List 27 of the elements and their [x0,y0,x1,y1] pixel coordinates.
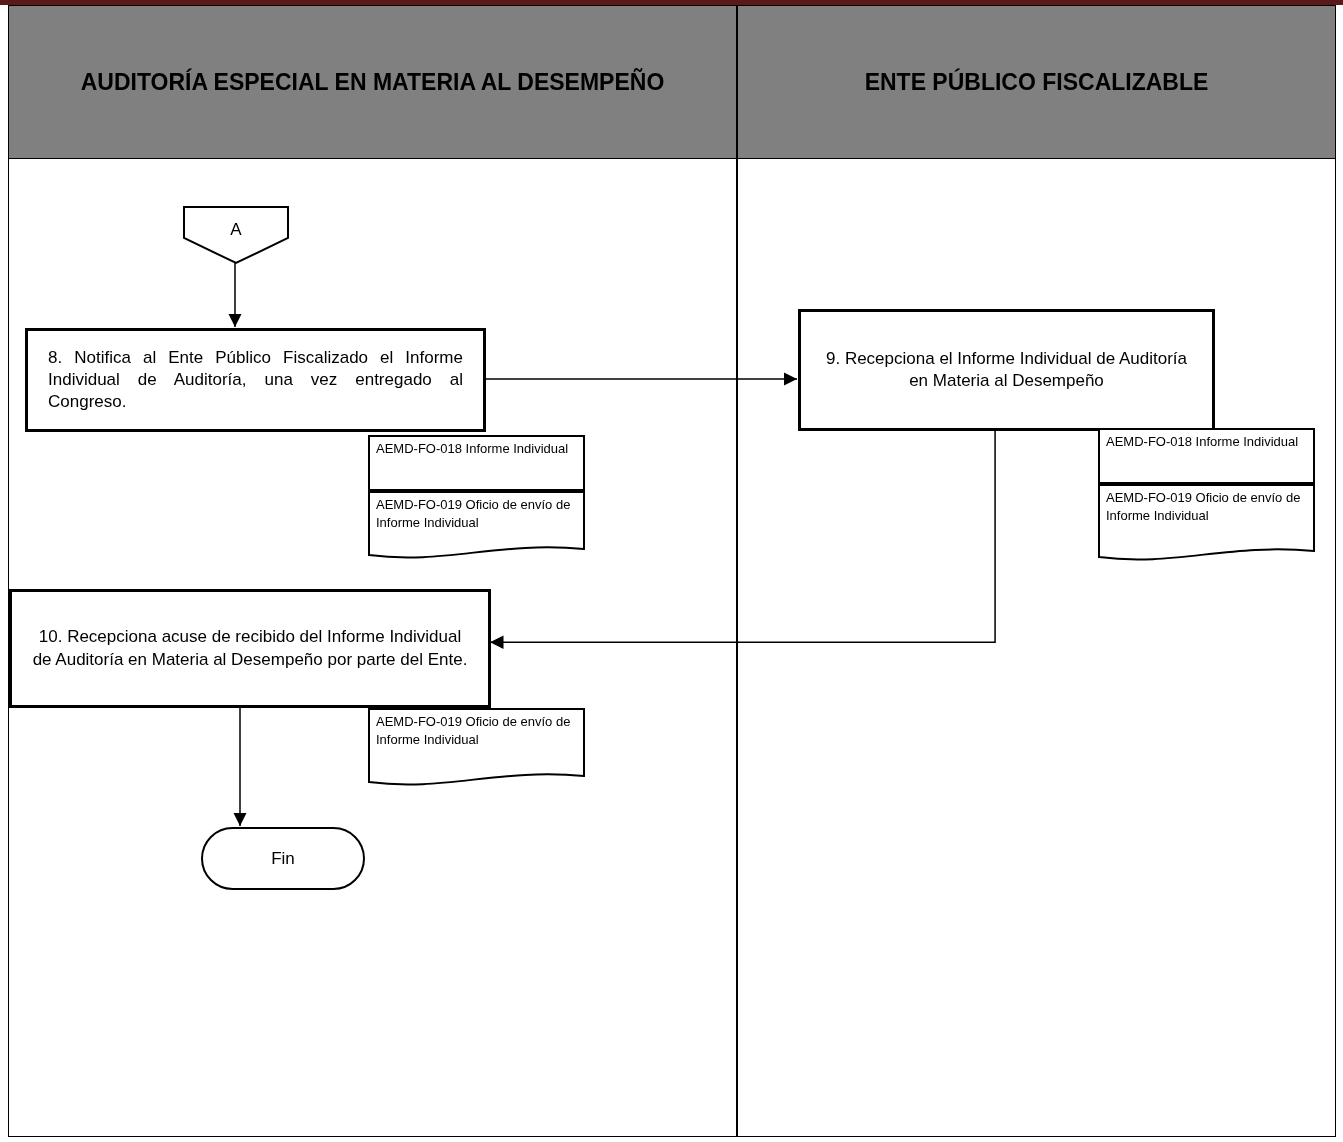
document-shape [1098,484,1315,563]
arrow [228,262,242,328]
step-text: 9. Recepciona el Informe Individual de Auditoría en Materia al Desempeño [825,347,1188,392]
step-text: 8. Notifica al Ente Público Fiscalizado el Informe Individual de Auditoría, una vez entregado al Congreso. [48,346,463,414]
process-box [798,309,1215,431]
off-page-connector [183,206,289,264]
lane-title: AUDITORÍA ESPECIAL EN MATERIA AL DESEMPEÑO [79,68,666,96]
arrow [233,706,247,827]
document-label: AEMD-FO-019 Oficio de envío de Informe Individual [1106,489,1302,526]
swimlane [8,5,737,1137]
process-box [25,328,486,432]
lane-title: ENTE PÚBLICO FISCALIZABLE [863,68,1210,96]
swimlane [737,5,1336,1137]
step-text: 10. Recepciona acuse de recibido del Informe Individual de Auditoría en Materia al Desempeño por parte del Ente. [32,626,468,671]
document-box [1098,428,1315,484]
arrow [489,429,996,649]
arrow [484,372,798,386]
terminator-label: A [230,220,242,240]
document-box [368,435,585,491]
document-shape [368,491,585,561]
document-label: AEMD-FO-019 Oficio de envío de Informe Individual [376,496,572,533]
document-label: AEMD-FO-018 Informe Individual [1106,433,1300,451]
document-shape [368,708,585,788]
document-label: AEMD-FO-019 Oficio de envío de Informe Individual [376,713,572,750]
terminator-label: Fin [271,848,295,869]
document-label: AEMD-FO-018 Informe Individual [376,440,570,458]
terminator-shape [201,827,365,890]
